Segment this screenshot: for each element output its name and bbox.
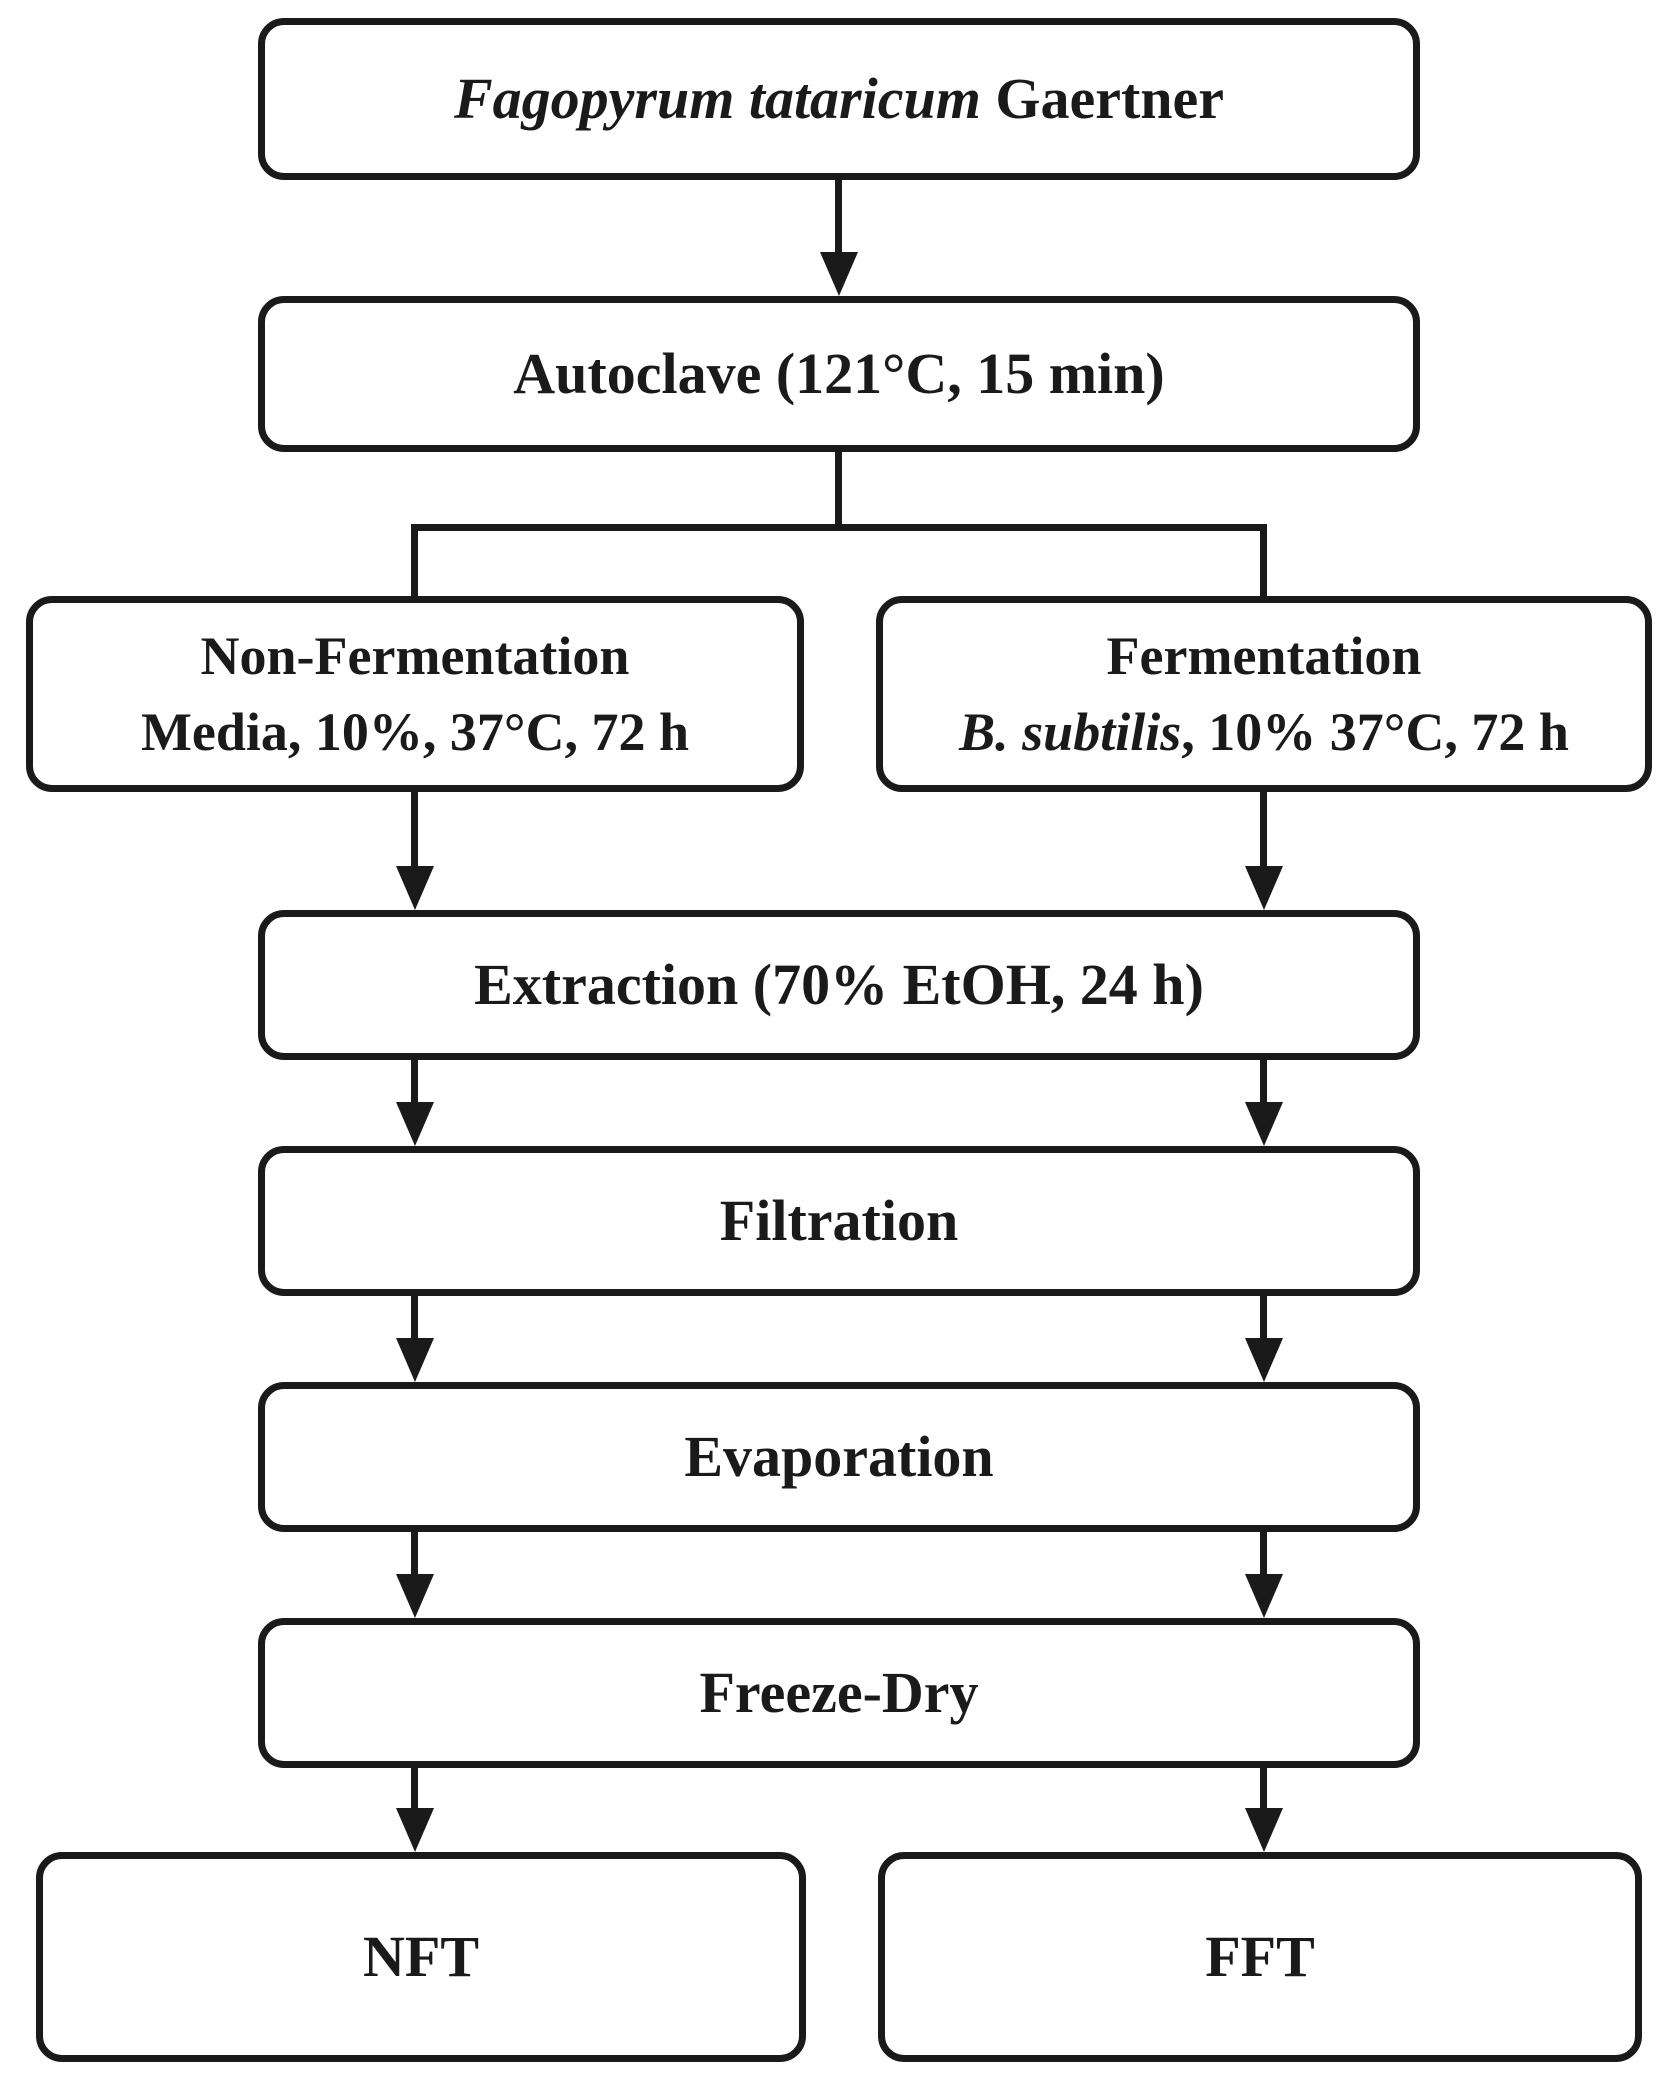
connector-filtration-evaporation-right-line	[1260, 1294, 1267, 1342]
node-extraction: Extraction (70% EtOH, 24 h)	[258, 910, 1420, 1060]
connector-source-autoclave-line	[835, 178, 842, 256]
node-source-label: Fagopyrum tataricum Gaertner	[454, 67, 1224, 131]
node-fft: FFT	[878, 1852, 1642, 2062]
connector-filtration-evaporation-left-line	[411, 1294, 418, 1342]
node-autoclave-label: Autoclave (121°C, 15 min)	[513, 341, 1165, 407]
arrowhead-down-icon	[820, 252, 858, 296]
connector-freezedry-fft-line	[1260, 1766, 1267, 1812]
node-fermentation-line2: B. subtilis, 10% 37°C, 72 h	[959, 694, 1569, 770]
connector-evaporation-freezedry-right-line	[1260, 1530, 1267, 1578]
connector-extraction-filtration-left-line	[411, 1058, 418, 1106]
connector-nonferm-extraction-line	[411, 790, 418, 870]
connector-freezedry-nft-line	[411, 1766, 418, 1812]
connector-branch-left-drop-line	[411, 524, 418, 596]
node-fermentation: Fermentation B. subtilis, 10% 37°C, 72 h	[876, 596, 1652, 792]
connector-autoclave-stem-line	[835, 450, 842, 531]
arrowhead-down-icon	[396, 1808, 434, 1852]
connector-ferm-extraction-line	[1260, 790, 1267, 870]
node-filtration: Filtration	[258, 1146, 1420, 1296]
node-filtration-label: Filtration	[719, 1188, 959, 1254]
node-source: Fagopyrum tataricum Gaertner	[258, 18, 1420, 180]
arrowhead-down-icon	[1245, 1338, 1283, 1382]
node-non-fermentation-line1: Non-Fermentation	[200, 626, 630, 686]
authority-text: Gaertner	[980, 66, 1225, 132]
node-non-fermentation: Non-Fermentation Media, 10%, 37°C, 72 h	[26, 596, 804, 792]
arrowhead-down-icon	[396, 1102, 434, 1146]
connector-branch-rail-line	[411, 524, 1267, 531]
arrowhead-down-icon	[396, 866, 434, 910]
node-autoclave: Autoclave (121°C, 15 min)	[258, 296, 1420, 452]
node-fermentation-line1: Fermentation	[1106, 626, 1422, 686]
connector-extraction-filtration-right-line	[1260, 1058, 1267, 1106]
arrowhead-down-icon	[396, 1574, 434, 1618]
organism-name-text: B. subtilis	[959, 702, 1182, 762]
node-evaporation-label: Evaporation	[684, 1424, 994, 1490]
arrowhead-down-icon	[1245, 1808, 1283, 1852]
connector-evaporation-freezedry-left-line	[411, 1530, 418, 1578]
arrowhead-down-icon	[396, 1338, 434, 1382]
fermentation-conditions-text: , 10% 37°C, 72 h	[1181, 702, 1569, 762]
arrowhead-down-icon	[1245, 866, 1283, 910]
connector-branch-right-drop-line	[1260, 524, 1267, 596]
node-nft: NFT	[36, 1852, 806, 2062]
arrowhead-down-icon	[1245, 1102, 1283, 1146]
arrowhead-down-icon	[1245, 1574, 1283, 1618]
node-fft-label: FFT	[1205, 1924, 1315, 1990]
node-evaporation: Evaporation	[258, 1382, 1420, 1532]
species-name-text: Fagopyrum tataricum	[453, 66, 981, 132]
node-freeze-dry: Freeze-Dry	[258, 1618, 1420, 1768]
node-non-fermentation-line2: Media, 10%, 37°C, 72 h	[140, 702, 690, 762]
node-extraction-label: Extraction (70% EtOH, 24 h)	[474, 952, 1204, 1018]
node-nft-label: NFT	[363, 1924, 479, 1990]
node-freeze-dry-label: Freeze-Dry	[699, 1660, 979, 1726]
